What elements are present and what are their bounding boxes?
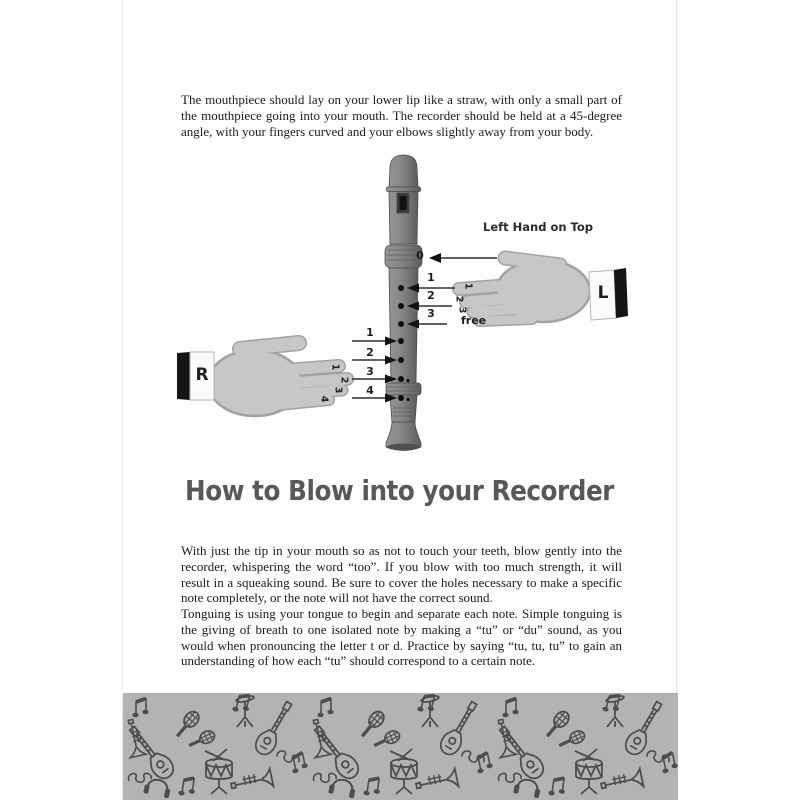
instrument-pattern xyxy=(123,693,678,800)
intro-paragraph: The mouthpiece should lay on your lower … xyxy=(181,92,622,139)
recorder-diagram-art xyxy=(177,154,628,451)
book-page: The mouthpiece should lay on your lower … xyxy=(122,0,678,800)
tonguing-paragraph: Tonguing is using your tongue to begin a… xyxy=(181,606,622,669)
top-arrow-label-3: 3 xyxy=(427,307,435,320)
page-title: How to Blow into your Recorder xyxy=(185,474,614,507)
recorder-illustration xyxy=(384,154,423,451)
left-hand-cuff-label: L xyxy=(597,283,609,303)
right-hand-finger-number-2: 2 xyxy=(338,376,350,384)
bottom-arrow-label-2: 2 xyxy=(366,346,374,359)
bottom-arrow-label-4: 4 xyxy=(366,384,374,397)
fingering-arrows xyxy=(352,253,497,403)
bottom-arrow-label-3: 3 xyxy=(366,365,374,378)
right-hand-finger-number-3: 3 xyxy=(332,386,344,394)
left-hand-illustration xyxy=(452,250,628,327)
thumb-arrow-label: 0 xyxy=(416,249,424,262)
right-hand-illustration xyxy=(177,335,354,418)
left-hand-caption: Left Hand on Top xyxy=(483,220,593,234)
blowing-paragraph: With just the tip in your mouth so as no… xyxy=(181,543,622,606)
top-arrow-label-1: 1 xyxy=(427,271,435,284)
right-hand-finger-number-4: 4 xyxy=(318,395,330,403)
right-hand-cuff-label: R xyxy=(195,365,209,385)
recorder-holes xyxy=(398,285,410,402)
bottom-arrow-label-1: 1 xyxy=(366,326,374,339)
free-finger-label: free xyxy=(461,314,487,327)
right-hand-finger-number-1: 1 xyxy=(329,363,341,371)
recorder-fingering-diagram: Left Hand on Top L R 0 1 2 3 free 1 2 3 … xyxy=(123,150,678,462)
left-hand-finger-number-1: 1 xyxy=(462,282,474,290)
top-arrow-label-2: 2 xyxy=(427,289,435,302)
instrument-pattern-footer xyxy=(123,693,678,800)
left-hand-finger-number-2: 2 xyxy=(453,295,465,303)
left-hand-finger-number-3: 3 xyxy=(456,306,468,314)
